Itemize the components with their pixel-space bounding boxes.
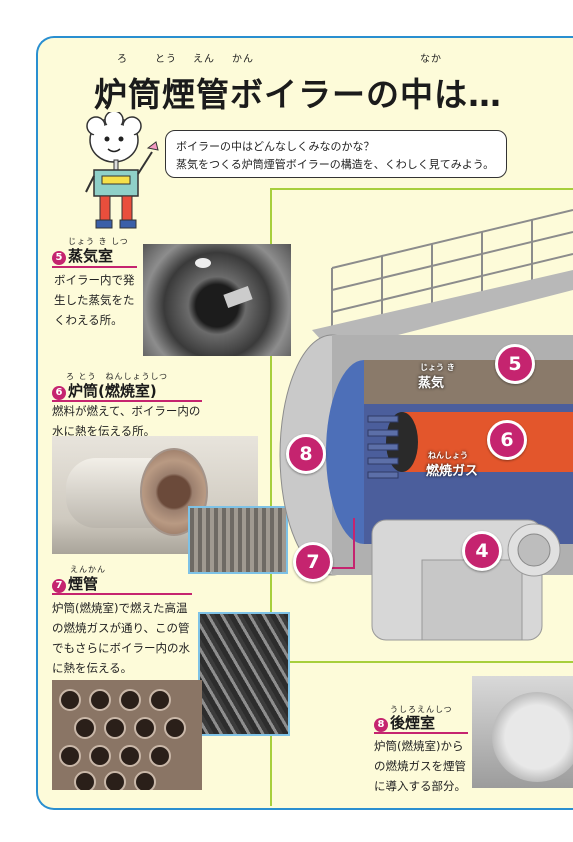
divider-vertical — [270, 188, 272, 806]
section-8-number: 8 — [374, 718, 388, 732]
section-8-underline — [374, 732, 468, 734]
title-ruby-kan: かん — [232, 54, 254, 65]
section-5-line: くわえる所。 — [54, 313, 123, 327]
diagram-marker-8: 8 — [286, 434, 326, 474]
divider-horizontal-top — [270, 188, 573, 190]
section-7-line: でもさらにボイラー内の水 — [52, 641, 190, 655]
title-ruby-en: えん — [193, 54, 215, 65]
gas-label-ruby: ねんしょう — [428, 451, 468, 460]
section-8-ruby: うしろえんしつ — [390, 705, 453, 714]
section-5-title: 蒸気室 — [68, 247, 114, 265]
section-6-line: 燃料が燃えて、ボイラー内の — [52, 404, 201, 418]
section-7-line: 炉筒(燃焼室)で燃えた高温 — [52, 601, 188, 615]
steam-label-ruby: じょう き — [420, 363, 455, 372]
section-6-title: 炉筒(燃焼室) — [68, 382, 157, 400]
section-5-ruby: じょう き しつ — [68, 237, 129, 246]
speech-bubble: ボイラーの中はどんなしくみなのかな？ 蒸気をつくる炉筒煙管ボイラーの構造を、くわ… — [165, 130, 507, 178]
bubble-line-1: ボイラーの中はどんなしくみなのかな？ — [176, 140, 375, 153]
section-6-ruby: ろ とう ねんしょうしつ — [66, 372, 169, 381]
section-5-underline — [52, 266, 137, 268]
rear-smoke-room-photo — [472, 676, 573, 788]
gas-label: 燃焼ガス — [426, 464, 479, 479]
diagram-marker-4: 4 — [462, 531, 502, 571]
title-ruby-ro: ろ — [117, 54, 128, 65]
section-7-ruby: えんかん — [70, 565, 106, 574]
tube-sheet-photo — [52, 680, 202, 790]
diagram-marker-6: 6 — [487, 420, 527, 460]
bubble-line-2: 蒸気をつくる炉筒煙管ボイラーの構造を、くわしく見てみよう。 — [176, 158, 495, 171]
divider-horizontal-mid — [270, 661, 573, 663]
section-7-text: 炉筒(燃焼室)で燃えた高温 の燃焼ガスが通り、この管 でもさらにボイラー内の水 … — [52, 598, 190, 678]
section-7-line: に熱を伝える。 — [52, 661, 133, 675]
section-8-title: 後煙室 — [390, 714, 436, 732]
diagram-marker-7: 7 — [293, 542, 333, 582]
steam-label: 蒸気 — [418, 376, 445, 391]
section-7-number: 7 — [52, 579, 66, 593]
section-6-line: 水に熱を伝える所。 — [52, 424, 156, 438]
section-6-number: 6 — [52, 386, 66, 400]
section-6-text: 燃料が燃えて、ボイラー内の 水に熱を伝える所。 — [52, 401, 200, 441]
section-5-line: 生した蒸気をた — [54, 293, 135, 307]
section-8-text: 炉筒(燃焼室)から の燃焼ガスを煙管 に導入する部分。 — [374, 736, 466, 796]
section-6-underline — [52, 400, 202, 402]
section-8-line: 炉筒(燃焼室)から — [374, 739, 464, 753]
mascot-illustration — [85, 112, 159, 229]
title-ruby-naka: なか — [420, 54, 442, 65]
furnace-closeup-photo — [188, 506, 288, 574]
section-7-underline — [52, 593, 192, 595]
tube-holes-icon — [59, 689, 186, 790]
section-5-text: ボイラー内で発 生した蒸気をた くわえる所。 — [54, 270, 135, 330]
section-7-line: の燃焼ガスが通り、この管 — [52, 621, 190, 635]
section-7-title: 煙管 — [68, 575, 99, 593]
page-title: 炉筒煙管ボイラーの中は… — [94, 75, 502, 114]
steam-room-photo — [143, 244, 291, 356]
diagram-marker-5: 5 — [495, 344, 535, 384]
section-5-line: ボイラー内で発 — [54, 273, 135, 287]
smoke-tubes-photo — [198, 612, 290, 736]
section-8-line: に導入する部分。 — [374, 779, 466, 793]
title-ruby-tou: とう — [155, 54, 177, 65]
boiler-diagram — [279, 209, 573, 641]
section-5-number: 5 — [52, 251, 66, 265]
section-8-line: の燃焼ガスを煙管 — [374, 759, 466, 773]
